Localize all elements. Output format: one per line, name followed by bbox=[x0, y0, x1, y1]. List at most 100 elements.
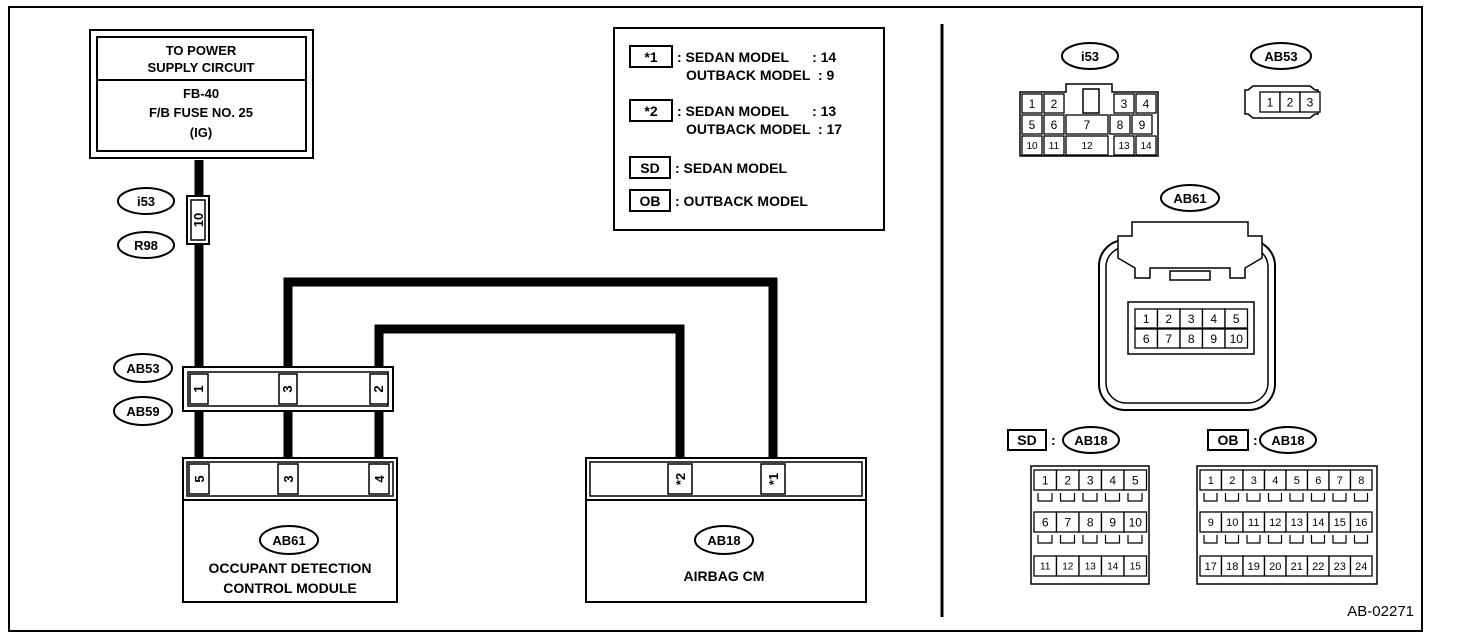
ab61-pin-10-cell bbox=[1224, 328, 1249, 349]
i53-pin-14-label: 14 bbox=[1140, 141, 1152, 152]
ab18-sd-pin-10-cell bbox=[1123, 511, 1148, 533]
view-sd-tag-box bbox=[1007, 429, 1047, 451]
legend-ob-text: : OUTBACK MODEL bbox=[675, 193, 808, 209]
i53-pin-4-label: 4 bbox=[1143, 97, 1150, 111]
ab18-ob-pin-22-label: 22 bbox=[1312, 561, 1324, 573]
view-sd-colon: : bbox=[1051, 432, 1056, 448]
label-r98: R98 bbox=[117, 231, 175, 259]
ab18-sd-key bbox=[1127, 535, 1143, 544]
i53-pin-2-cell bbox=[1043, 93, 1065, 114]
ab18-ob-pin-12-label: 12 bbox=[1269, 517, 1281, 529]
legend-s1-tag-box bbox=[629, 45, 673, 68]
ab18-ob-pin-5-label: 5 bbox=[1294, 475, 1300, 487]
ab18-ob-key bbox=[1267, 493, 1283, 502]
ab18-ob-pin-19-label: 19 bbox=[1248, 561, 1260, 573]
ab53-pin-3-label: 3 bbox=[1307, 95, 1314, 109]
module-airbag-cm: *2 *1 AB18 AIRBAG CM bbox=[585, 457, 867, 603]
ab18-ob-pin-20-label: 20 bbox=[1269, 561, 1281, 573]
power-box-line4: F/B FUSE NO. 25 bbox=[149, 105, 253, 120]
ab18-ob-pin-11-label: 11 bbox=[1248, 517, 1259, 529]
wire-pin2-to-s2 bbox=[374, 324, 685, 467]
label-ab53: AB53 bbox=[113, 353, 173, 383]
ab18-ob-pin-14-label: 14 bbox=[1312, 517, 1324, 529]
ab18-ob-key bbox=[1203, 493, 1218, 502]
legend-s1-line1: : SEDAN MODEL : 14 bbox=[677, 49, 836, 65]
svg-text:AB18: AB18 bbox=[707, 533, 740, 548]
ab18-sd-pin-4-label: 4 bbox=[1109, 473, 1116, 487]
legend-sd-tag-box bbox=[629, 156, 671, 179]
connector-ab53-ab59: 1 3 2 bbox=[182, 366, 394, 412]
ab18-sd-pin-6-label: 6 bbox=[1042, 515, 1049, 529]
legend-s2-tag: *2 bbox=[644, 103, 657, 119]
ab18-ob-pin-13-label: 13 bbox=[1291, 517, 1303, 529]
i53-pin-3-label: 3 bbox=[1121, 97, 1128, 111]
figure-id: AB-02271 bbox=[1347, 603, 1414, 620]
i53-pin-2-label: 2 bbox=[1051, 97, 1058, 111]
i53-pin-14-cell bbox=[1135, 135, 1157, 156]
pin-ab61-5: 5 bbox=[192, 475, 207, 482]
ab18-sd-key bbox=[1059, 493, 1076, 502]
wire-pin3-to-s1 bbox=[283, 277, 778, 467]
ab61-latch-tab bbox=[1169, 270, 1211, 281]
legend-s2-line1: : SEDAN MODEL : 13 bbox=[677, 103, 836, 119]
view-ob-tag-box bbox=[1207, 429, 1249, 451]
i53-pin-13-cell bbox=[1113, 135, 1135, 156]
i53-pin-4-cell bbox=[1135, 93, 1157, 114]
i53-pin-12-cell bbox=[1065, 135, 1109, 156]
ab18-ob-pin-6-label: 6 bbox=[1315, 475, 1321, 487]
module-occupant-detection: 5 3 4 AB61 OCCUPANT DETECTION CONTROL MO… bbox=[182, 457, 398, 603]
i53-pin-5-cell bbox=[1021, 114, 1043, 135]
ab61-pin-8-label: 8 bbox=[1188, 332, 1195, 346]
power-supply-box: TO POWER SUPPLY CIRCUIT FB-40 F/B FUSE N… bbox=[89, 29, 314, 159]
pin-ab61-4: 4 bbox=[372, 475, 387, 483]
view-ob-tag: OB bbox=[1218, 432, 1239, 448]
ab18-ob-pin-21-label: 21 bbox=[1291, 561, 1303, 573]
svg-text:AB59: AB59 bbox=[126, 404, 159, 419]
odcm-name-line2: CONTROL MODULE bbox=[223, 580, 357, 596]
power-box-line2: SUPPLY CIRCUIT bbox=[148, 60, 255, 75]
ab18-ob-pin-8-cell bbox=[1349, 469, 1373, 491]
ab18-sd-pin-9-label: 9 bbox=[1109, 515, 1116, 529]
view-sd-ab18-label: AB18 bbox=[1074, 433, 1107, 448]
ab61-latch bbox=[1117, 221, 1263, 279]
ab61-pin-9-label: 9 bbox=[1210, 332, 1217, 346]
legend-s2-line2: OUTBACK MODEL : 17 bbox=[686, 121, 842, 137]
ab18-ob-pin-15-label: 15 bbox=[1334, 517, 1346, 529]
svg-text:AB61: AB61 bbox=[272, 533, 305, 548]
i53-pin-7-cell bbox=[1065, 114, 1109, 135]
label-ab61 bbox=[259, 525, 319, 555]
ab18-ob-pin-18-label: 18 bbox=[1226, 561, 1238, 573]
legend-s1-tag: *1 bbox=[644, 49, 657, 65]
view-ob-ab18-label: AB18 bbox=[1271, 433, 1304, 448]
legend-s1-line2: OUTBACK MODEL : 9 bbox=[686, 67, 835, 83]
ab18-sd-pin-11-label: 11 bbox=[1040, 562, 1051, 573]
i53-pin-8-cell bbox=[1109, 114, 1131, 135]
legend-s2-tag-box bbox=[629, 99, 673, 122]
ab18-ob-key bbox=[1224, 535, 1240, 544]
i53-pin-9-cell bbox=[1131, 114, 1153, 135]
ab18-ob-pin-24-label: 24 bbox=[1355, 561, 1367, 573]
ab18-ob-key bbox=[1267, 535, 1283, 544]
legend-ob-tag-box bbox=[629, 189, 671, 212]
i53-pin-1-cell bbox=[1021, 93, 1043, 114]
i53-pin-7-label: 7 bbox=[1084, 118, 1091, 132]
legend-ob-tag: OB bbox=[640, 193, 661, 209]
view-i53-label: i53 bbox=[1081, 49, 1099, 64]
view-ab53-label: AB53 bbox=[1264, 49, 1297, 64]
power-box-line1: TO POWER bbox=[166, 43, 237, 58]
label-ab59: AB59 bbox=[113, 396, 173, 426]
ab18-ob-pin-7-label: 7 bbox=[1337, 475, 1343, 487]
ab18-sd-pin-3-label: 3 bbox=[1087, 473, 1094, 487]
pin-ab61-3: 3 bbox=[281, 475, 296, 482]
ab18-ob-pin-1-label: 1 bbox=[1208, 475, 1214, 487]
ab18-sd-key bbox=[1127, 493, 1143, 502]
ab18-ob-pin-24-cell bbox=[1349, 555, 1373, 577]
i53-pin-3-cell bbox=[1113, 93, 1135, 114]
i53-pin-5-label: 5 bbox=[1029, 118, 1036, 132]
ab61-pin-6-label: 6 bbox=[1143, 332, 1150, 346]
